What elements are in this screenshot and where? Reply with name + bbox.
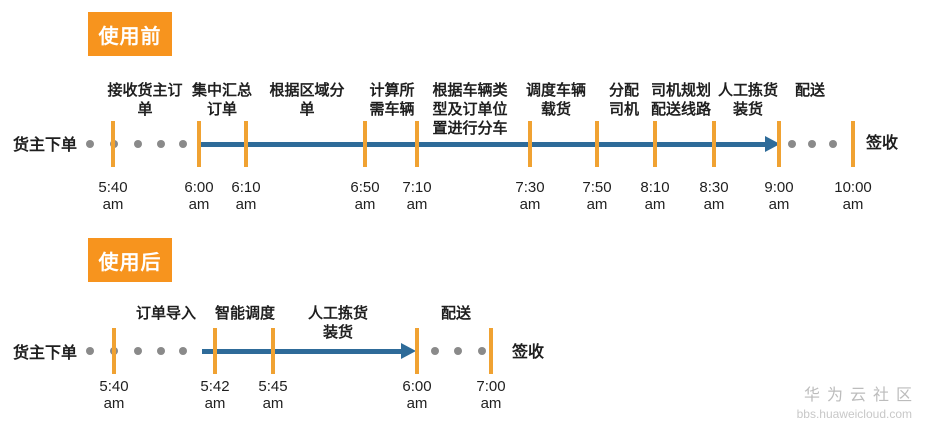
before-time-label: 8:10 am [640, 179, 670, 213]
before-timeline-dot [829, 140, 837, 148]
watermark-title: 华为云社区 [803, 387, 919, 404]
before-arrow-head-icon [765, 136, 780, 152]
before-time-label: 7:50 am [582, 179, 612, 213]
before-timeline-dot [788, 140, 796, 148]
before-origin-label: 货主下单 [13, 137, 78, 154]
watermark: 华为云社区 bbs.huaweicloud.com [797, 381, 912, 421]
before-time-label: 9:00 am [764, 179, 794, 213]
after-event-label: 配送 [440, 305, 472, 322]
before-event-label: 集中汇总 订单 [191, 82, 253, 118]
after-timeline-dot [454, 347, 462, 355]
before-time-label: 10:00 am [834, 179, 872, 213]
before-time-label: 6:50 am [350, 179, 380, 213]
before-timeline-tick [777, 121, 781, 167]
before-time-label: 6:10 am [231, 179, 261, 213]
after-time-label: 5:40 am [99, 378, 129, 412]
before-time-label: 8:30 am [699, 179, 729, 213]
before-time-label: 5:40 am [98, 179, 128, 213]
before-end-label: 签收 [866, 135, 899, 152]
before-timeline-tick [528, 121, 532, 167]
after-event-label: 智能调度 [214, 305, 276, 322]
before-timeline-dot [86, 140, 94, 148]
after-timeline-dot [478, 347, 486, 355]
before-timeline-tick [595, 121, 599, 167]
after-timeline-tick [112, 328, 116, 374]
after-timeline-dot [157, 347, 165, 355]
before-timeline-dot [157, 140, 165, 148]
before-timeline-tick [197, 121, 201, 167]
before-timeline-tick [415, 121, 419, 167]
watermark-url: bbs.huaweicloud.com [796, 407, 912, 421]
before-timeline-tick [363, 121, 367, 167]
before-event-label: 根据区域分 单 [269, 82, 345, 118]
after-arrow-head-icon [401, 343, 416, 359]
after-time-label: 7:00 am [476, 378, 506, 412]
after-timeline-tick [489, 328, 493, 374]
after-badge: 使用后 [88, 238, 172, 282]
after-end-label: 签收 [512, 344, 545, 361]
after-timeline-dot [431, 347, 439, 355]
before-badge: 使用前 [88, 12, 172, 56]
after-timeline-tick [213, 328, 217, 374]
before-timeline-tick [653, 121, 657, 167]
before-event-label: 接收货主订 单 [107, 82, 183, 118]
before-timeline-tick [244, 121, 248, 167]
after-arrow-line [202, 349, 402, 354]
after-timeline-tick [415, 328, 419, 374]
before-timeline-tick [111, 121, 115, 167]
before-timeline-tick [851, 121, 855, 167]
before-event-label: 司机规划 配送线路 [650, 82, 712, 118]
before-event-label: 调度车辆 载货 [525, 82, 587, 118]
after-event-label: 人工拣货 装货 [307, 305, 369, 341]
before-time-label: 6:00 am [184, 179, 214, 213]
before-event-label: 配送 [794, 82, 826, 99]
before-event-label: 根据车辆类 型及订单位 置进行分车 [432, 82, 508, 137]
after-timeline-dot [179, 347, 187, 355]
after-time-label: 5:42 am [200, 378, 230, 412]
before-timeline-dot [179, 140, 187, 148]
after-event-label: 订单导入 [135, 305, 197, 322]
after-timeline-tick [271, 328, 275, 374]
after-timeline-dot [134, 347, 142, 355]
before-event-label: 人工拣货 装货 [717, 82, 779, 118]
after-timeline-dot [86, 347, 94, 355]
before-timeline-dot [808, 140, 816, 148]
before-time-label: 7:30 am [515, 179, 545, 213]
after-time-label: 5:45 am [258, 378, 288, 412]
before-event-label: 计算所 需车辆 [369, 82, 415, 118]
before-timeline-tick [712, 121, 716, 167]
before-timeline-dot [134, 140, 142, 148]
before-arrow-line [199, 142, 766, 147]
before-time-label: 7:10 am [402, 179, 432, 213]
after-time-label: 6:00 am [402, 378, 432, 412]
after-origin-label: 货主下单 [13, 345, 78, 362]
before-event-label: 分配 司机 [608, 82, 640, 118]
